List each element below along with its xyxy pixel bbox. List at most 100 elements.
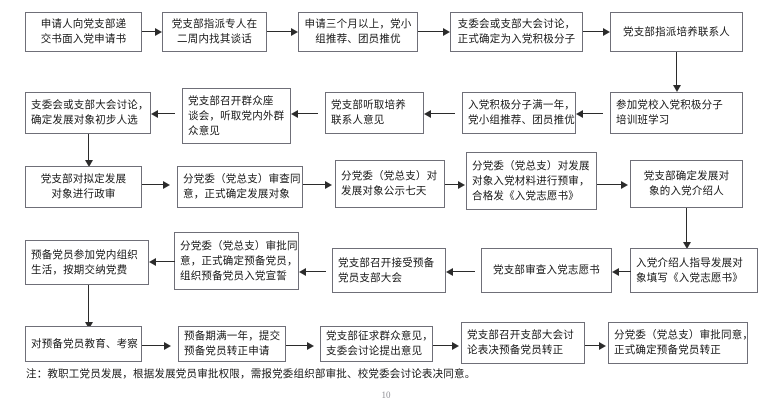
node-line: 分党委（党总支）对发展 xyxy=(472,160,590,172)
arrow-head-n10-n11 xyxy=(84,160,93,167)
connector-n4-n5 xyxy=(583,31,603,33)
node-line: 合格发《入党志愿书》 xyxy=(472,190,579,202)
connector-n5-n6 xyxy=(676,52,678,85)
connector-n1-n2 xyxy=(142,31,155,33)
node-line: 意，正式确定发展对象 xyxy=(183,189,290,200)
node-line: 预备党员转正申请 xyxy=(184,346,270,357)
arrow-head-n6-n7 xyxy=(576,109,583,118)
flow-node-n25[interactable]: 分党委（党总支）审批同意， 正式确定预备党员转正 xyxy=(608,322,753,364)
node-line: 交书面入党申请书 xyxy=(40,34,127,45)
connector-n3-n4 xyxy=(418,31,443,33)
connector-n2-n3 xyxy=(267,31,291,33)
connector-n17-n18 xyxy=(453,271,475,273)
flow-node-n4[interactable]: 支委会或支部大会讨论， 正式确定为入党积极分子 xyxy=(450,12,583,52)
node-line: 对预备党员教育、考察 xyxy=(31,338,138,350)
connector-n19-n20 xyxy=(156,261,175,263)
connector-n7-n8 xyxy=(431,113,455,115)
connector-n13-n14 xyxy=(445,184,458,186)
node-line: 谈会，听取党内外群 xyxy=(188,110,285,122)
node-line: 党支部对拟定发展 xyxy=(40,174,127,185)
flow-node-n14[interactable]: 分党委（党总支）对发展 对象入党材料进行预审， 合格发《入党志愿书》 xyxy=(466,152,597,210)
flow-node-n22[interactable]: 预备期满一年，提交 预备党员转正申请 xyxy=(178,326,286,362)
node-line: 众意见 xyxy=(188,125,221,137)
flow-node-n20[interactable]: 预备党员参加党内组织 生活，按期交纳党费 xyxy=(25,240,149,285)
flow-node-n12[interactable]: 分党委（党总支）审查同 意，正式确定发展对象 xyxy=(177,166,303,208)
node-line: 象填写《入党志愿书》 xyxy=(636,272,743,284)
arrow-head-n7-n8 xyxy=(424,109,431,118)
node-line: 论表决预备党员转正 xyxy=(467,345,564,356)
node-line: 二周内找其谈话 xyxy=(177,34,252,45)
node-line: 支委会或支部大会讨论， xyxy=(31,100,149,111)
flow-node-n8[interactable]: 党支部听取培养 联系人意见 xyxy=(325,92,424,134)
arrow-head-n9-n10 xyxy=(151,109,158,118)
arrow-head-n14-n15 xyxy=(621,180,628,189)
node-line: 确定发展对象初步人选 xyxy=(31,115,138,126)
node-line: 象的入党介绍人 xyxy=(649,186,724,197)
page-number: 10 xyxy=(381,390,391,400)
flow-node-n5[interactable]: 党支部指派培养联系人 xyxy=(610,12,743,52)
arrow-head-n23-n24 xyxy=(452,341,459,350)
arrow-head-n5-n6 xyxy=(672,85,681,92)
node-line: 预备期满一年，提交 xyxy=(184,331,281,342)
flow-node-n1[interactable]: 申请人向党支部递 交书面入党申请书 xyxy=(25,12,142,52)
connector-n12-n13 xyxy=(303,184,325,186)
flow-node-n13[interactable]: 分党委（党总支）对 发展对象公示七天 xyxy=(335,160,445,208)
node-line: 分党委（党总支）审批同 xyxy=(180,240,298,252)
flow-node-n9[interactable]: 党支部召开群众座 谈会，听取党内外群 众意见 xyxy=(182,88,291,144)
arrow-head-n17-n18 xyxy=(446,267,453,276)
arrow-head-n11-n12 xyxy=(163,180,170,189)
flow-node-n23[interactable]: 党支部征求群众意见， 支委会讨论提出意见 xyxy=(320,326,433,362)
node-line: 对象入党材料进行预审， xyxy=(472,175,590,187)
node-line: 申请三个月以上，党小 xyxy=(304,19,412,30)
arrow-head-n1-n2 xyxy=(155,27,162,36)
node-line: 分党委（党总支）审查同 xyxy=(183,174,301,185)
node-line: 入党介绍人指导发展对 xyxy=(636,257,743,269)
arrow-head-n15-n16 xyxy=(682,242,691,249)
node-line: 党支部征求群众意见， xyxy=(326,331,433,342)
flow-node-n2[interactable]: 党支部指派专人在 二周内找其谈话 xyxy=(162,12,267,52)
flow-node-n21[interactable]: 对预备党员教育、考察 xyxy=(25,326,142,362)
node-line: 意，正式确定预备党员， xyxy=(180,255,298,267)
flow-node-n10[interactable]: 支委会或支部大会讨论， 确定发展对象初步人选 xyxy=(25,92,151,134)
connector-n24-n25 xyxy=(585,345,599,347)
flow-node-n6[interactable]: 参加党校入党积极分子 培训班学习 xyxy=(610,92,743,134)
flow-node-n19[interactable]: 分党委（党总支）审批同 意，正式确定预备党员， 组织预备党员入党宣誓 xyxy=(174,232,299,290)
node-line: 党支部召开群众座 xyxy=(188,95,274,107)
connector-n20-n21 xyxy=(88,285,90,322)
arrow-head-n18-n19 xyxy=(299,267,306,276)
node-line: 正式确定预备党员转正 xyxy=(614,345,721,356)
node-line: 生活，按期交纳党费 xyxy=(31,264,128,276)
arrow-head-n22-n23 xyxy=(307,341,314,350)
arrow-head-n8-n9 xyxy=(291,109,298,118)
node-line: 申请人向党支部递 xyxy=(40,19,127,30)
node-line: 预备党员参加党内组织 xyxy=(31,249,138,261)
node-line: 组推荐、团员推优 xyxy=(315,34,401,45)
flow-node-n17[interactable]: 党支部审查入党志愿书 xyxy=(481,248,612,293)
node-line: 培训班学习 xyxy=(616,115,670,126)
node-line: 入党积极分子满一年， xyxy=(468,100,575,111)
node-line: 正式确定为入党积极分子 xyxy=(457,34,576,45)
flow-node-n11[interactable]: 党支部对拟定发展 对象进行政审 xyxy=(25,166,142,208)
flow-node-n16[interactable]: 入党介绍人指导发展对 象填写《入党志愿书》 xyxy=(630,248,758,293)
arrow-head-n12-n13 xyxy=(325,180,332,189)
node-line: 党支部召开支部大会讨 xyxy=(467,330,574,341)
flow-node-n7[interactable]: 入党积极分子满一年， 党小组推荐、团员推优 xyxy=(462,92,576,134)
arrow-head-n2-n3 xyxy=(291,27,298,36)
flow-node-n3[interactable]: 申请三个月以上，党小 组推荐、团员推优 xyxy=(298,12,418,52)
node-line: 支委会讨论提出意见 xyxy=(326,346,423,357)
node-line: 党支部听取培养 xyxy=(331,100,406,111)
arrow-head-n24-n25 xyxy=(599,341,606,350)
connector-n15-n16 xyxy=(686,208,688,242)
connector-n21-n22 xyxy=(142,345,164,347)
connector-n10-n11 xyxy=(88,134,90,160)
node-line: 党支部指派专人在 xyxy=(171,19,258,30)
flow-node-n24[interactable]: 党支部召开支部大会讨 论表决预备党员转正 xyxy=(461,322,585,364)
connector-n18-n19 xyxy=(306,271,326,273)
connector-n22-n23 xyxy=(286,345,307,347)
flow-node-n15[interactable]: 党支部确定发展对 象的入党介绍人 xyxy=(630,160,743,208)
flow-node-n18[interactable]: 党支部召开接受预备 党员支部大会 xyxy=(332,248,446,293)
connector-n11-n12 xyxy=(142,184,163,186)
connector-n6-n7 xyxy=(583,113,603,115)
connector-n14-n15 xyxy=(597,184,621,186)
